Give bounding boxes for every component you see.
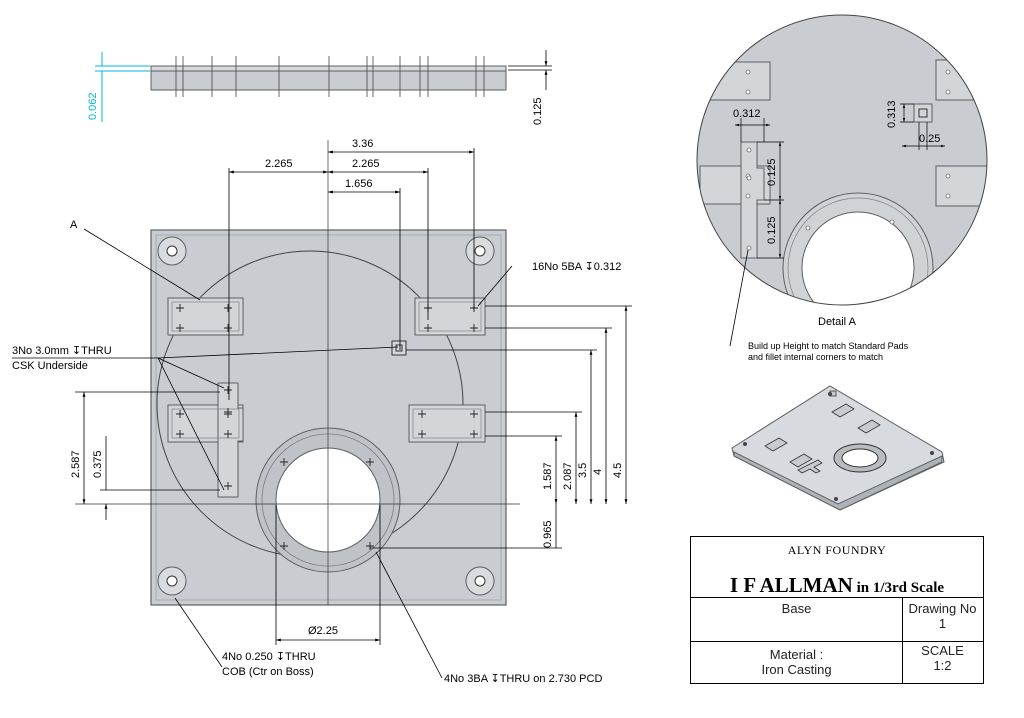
isometric-view [731,385,945,511]
material-value: Iron Casting [761,662,832,677]
tb-divider-2 [691,641,983,642]
foundry-name: ALYN FOUNDRY [787,543,887,557]
detail-dim-0125-upper: 0.125 [766,158,778,186]
csk-note-line1: 3No 3.0mm ↧THRU [12,345,112,357]
cob-note-line1: 4No 0.250 ↧THRU [222,651,316,663]
csk-note-line2: CSK Underside [12,360,88,372]
detail-title: Detail A [818,316,857,328]
part-name: Base [781,601,812,616]
dim-336: 3.36 [352,138,373,150]
drawing-title: I F ALLMAN in 1/3rd Scale [691,573,983,598]
cob-note-line2: COB (Ctr on Boss) [222,666,314,678]
dim-45: 4.5 [612,463,624,478]
title-block: ALYN FOUNDRY I F ALLMAN in 1/3rd Scale B… [690,536,984,684]
detail-note-line1: Build up Height to match Standard Pads [748,341,909,351]
detail-a-view [696,14,988,347]
scale-label: SCALE [921,643,964,658]
tb-divider-1 [691,597,983,598]
dim-4: 4 [592,469,604,475]
plan-view [75,140,520,606]
drawing-title-suffix: in 1/3rd Scale [852,580,945,596]
drawing-no: 1 [938,616,947,631]
tb-divider-v [902,597,903,683]
dim-2265-left: 2.265 [265,158,293,170]
dim-2087: 2.087 [562,462,574,490]
dim-1656: 1.656 [345,178,373,190]
dim-0965: 0.965 [542,520,554,548]
dim-2265-right: 2.265 [352,158,380,170]
scale-value: 1:2 [933,658,952,673]
dim-1587: 1.587 [542,462,554,490]
detail-note-line2: and fillet internal corners to match [748,352,883,362]
side-view [95,50,552,122]
dim-bore: Ø2.25 [308,625,338,637]
detail-dim-0312: 0.312 [733,108,761,120]
tapped-holes-note: 16No 5BA ↧0.312 [532,261,621,273]
drawing-no-label: Drawing No [908,601,977,616]
detail-dim-0313: 0.313 [886,100,898,128]
material-label: Material : [769,647,824,662]
dim-0375: 0.375 [92,450,104,478]
drawing-title-main: I F ALLMAN [729,573,853,597]
dim-35: 3.5 [577,463,589,478]
pcd-note: 4No 3BA ↧THRU on 2.730 PCD [444,673,602,685]
detail-marker: A [70,219,78,231]
dim-0125-side: 0.125 [532,97,544,125]
dim-0062: 0.062 [87,92,99,120]
detail-dim-025: 0.25 [919,133,940,145]
dim-2587: 2.587 [70,450,82,478]
detail-dim-0125-lower: 0.125 [766,216,778,244]
